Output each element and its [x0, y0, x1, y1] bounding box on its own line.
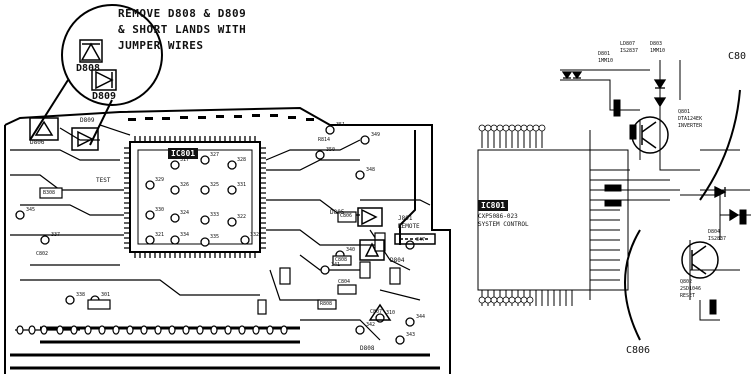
test-point-number: 325 — [210, 182, 220, 188]
c807-label: C807 — [370, 309, 383, 315]
test-point-number: 341 — [331, 262, 341, 268]
callout-d808-label: D808 — [76, 63, 101, 74]
q801-type-label: DTA124EK — [678, 116, 703, 122]
r814-label: R814 — [318, 137, 331, 143]
test-point-number: 328 — [237, 157, 247, 163]
d809-symbol — [91, 69, 117, 91]
r808-label: R808 — [320, 301, 333, 307]
j801-label: J801 — [398, 215, 413, 222]
q802-label: Q802 — [680, 279, 693, 285]
d803-label: D803 — [650, 41, 663, 47]
callout-line-3: JUMPER WIRES — [118, 39, 204, 52]
callout-line-2: & SHORT LANDS WITH — [118, 23, 247, 36]
d804-label: D804 — [390, 257, 405, 264]
pcb-traces — [10, 124, 431, 341]
test-point-number: 329 — [155, 177, 165, 183]
ic801-name-label: SYSTEM CONTROL — [478, 221, 529, 228]
test-point-number: 324 — [180, 210, 190, 216]
test-point-number: 349 — [371, 132, 381, 138]
test-label: TEST — [96, 177, 111, 184]
test-point-number: 327 — [210, 152, 220, 158]
test-point-number: 333 — [210, 212, 220, 218]
c80-callout-label: C80 — [728, 51, 747, 62]
d801-type-label: 1MM10 — [598, 58, 614, 64]
schematic-passives — [604, 99, 747, 315]
test-point-number: 344 — [416, 314, 426, 320]
qfp-pins — [124, 136, 266, 258]
q801-func-label: INVERTER — [678, 123, 703, 129]
test-point-number: 345 — [26, 207, 36, 213]
top-dash-row — [128, 114, 314, 121]
pad-row — [16, 325, 288, 335]
callout-d809-label: D809 — [92, 91, 117, 102]
c804-label: C804 — [338, 279, 351, 285]
c806-board-label: C806 — [340, 213, 353, 219]
test-point-number: 337 — [51, 232, 61, 238]
test-point-number: 348 — [366, 167, 376, 173]
test-point-number: 322 — [237, 214, 247, 220]
q802-type-label: 2SD1046 — [680, 286, 702, 292]
remote-label: REMOTE — [398, 223, 420, 230]
b308-label: B308 — [43, 190, 56, 196]
d808-board-label: D808 — [360, 345, 375, 352]
test-point-number: 343 — [406, 332, 416, 338]
q801-label: Q801 — [678, 109, 691, 115]
test-point-number: 321 — [155, 232, 165, 238]
d806-label: D806 — [30, 139, 45, 146]
test-point-number: 326 — [180, 182, 190, 188]
j801-connector — [394, 233, 436, 245]
qfp-ic-marking: IC801 — [168, 148, 199, 159]
c808-label: C808 — [335, 257, 348, 263]
smd-components — [39, 187, 401, 315]
d804-type-label: IS2837 — [708, 236, 727, 242]
d804-schem-label: D804 — [708, 229, 721, 235]
callout-bubble — [29, 4, 163, 146]
callout-line-1: REMOVE D808 & D809 — [118, 7, 247, 20]
test-point-number: 350 — [326, 147, 336, 153]
d801-label: D801 — [598, 51, 611, 57]
schematic-pin-bubbles — [478, 124, 546, 304]
schematic-transistors — [631, 116, 719, 279]
d809-board-label: D809 — [80, 117, 95, 124]
ic801-tag: IC801 — [478, 200, 509, 211]
test-point-number: 342 — [366, 322, 376, 328]
test-point-number: 334 — [180, 232, 190, 238]
test-point-number: 338 — [76, 292, 86, 298]
d808-symbol — [79, 39, 103, 63]
test-point-number: 317 — [180, 157, 190, 163]
c806-callout-label: C806 — [626, 345, 651, 356]
d805-label: D805 — [330, 209, 345, 216]
test-point-number: 301 — [101, 292, 111, 298]
q802-func-label: RESET — [680, 293, 696, 299]
c802-label: C802 — [36, 251, 49, 257]
test-point-number: 335 — [210, 234, 220, 240]
ic801-part-label: CXP5086-023 — [478, 213, 518, 220]
test-point-number: 310 — [386, 310, 396, 316]
schematic-diodes — [561, 71, 740, 222]
test-point-number: 332 — [250, 232, 260, 238]
d803-type-label: 1MM10 — [650, 48, 666, 54]
test-point-number: 340 — [346, 247, 356, 253]
test-point-number: 351 — [336, 122, 346, 128]
test-point-number: 331 — [237, 182, 247, 188]
test-point-number: 347 — [416, 237, 426, 243]
test-point-number: 330 — [155, 207, 165, 213]
board-diodes — [29, 117, 392, 321]
d807-type-label: IS2837 — [620, 48, 639, 54]
pcb-outline — [4, 106, 451, 374]
d807-label: LD807 — [620, 41, 636, 47]
